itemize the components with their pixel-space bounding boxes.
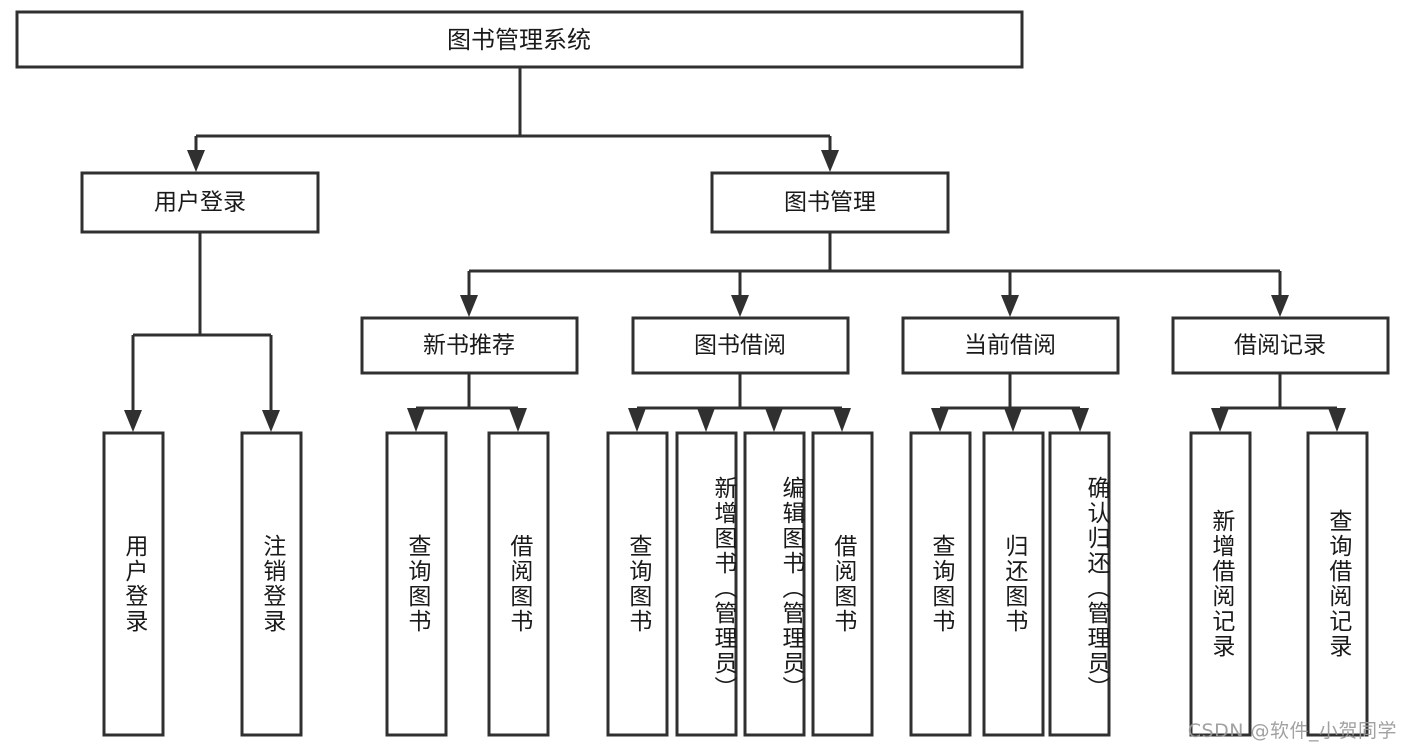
arrow-head-leaf-logout bbox=[262, 410, 280, 432]
arrow-head-leaf-query-book-1 bbox=[407, 408, 425, 432]
node-leaf-user-login-box[interactable] bbox=[102, 431, 165, 737]
node-root[interactable]: 图书管理系统 bbox=[15, 10, 1024, 69]
node-new-book-recommend[interactable]: 新书推荐 bbox=[360, 316, 579, 375]
arrow-head-leaf-borrow-book-2 bbox=[833, 408, 851, 432]
arrow-head-leaf-add-book bbox=[697, 408, 715, 432]
arrow-head-leaf-query-book-3 bbox=[931, 408, 949, 432]
node-leaf-query-book-1-box[interactable] bbox=[385, 431, 448, 737]
node-borrow-record-label: 借阅记录 bbox=[1234, 333, 1326, 359]
watermark-text: CSDN @软件_小贺同学 bbox=[1187, 720, 1397, 742]
node-leaf-query-record-box[interactable] bbox=[1306, 431, 1369, 737]
arrow-head-leaf-borrow-book-1 bbox=[509, 408, 527, 432]
arrow-head-current-borrow bbox=[1001, 295, 1019, 317]
node-leaf-borrow-book-2-box[interactable] bbox=[811, 431, 874, 737]
node-book-management[interactable]: 图书管理 bbox=[710, 171, 950, 234]
node-leaf-query-book-3-box[interactable] bbox=[909, 431, 972, 737]
node-book-management-label: 图书管理 bbox=[784, 190, 876, 216]
node-new-book-recommend-label: 新书推荐 bbox=[423, 333, 515, 359]
node-leaf-logout-box[interactable] bbox=[240, 431, 303, 737]
node-leaf-borrow-book-1-box[interactable] bbox=[487, 431, 550, 737]
node-leaf-query-book-2-box[interactable] bbox=[606, 431, 669, 737]
connector-group-book-borrow bbox=[628, 373, 851, 432]
node-user-login-label: 用户登录 bbox=[154, 190, 246, 216]
node-leaf-add-record-box[interactable] bbox=[1189, 431, 1252, 737]
node-borrow-record-box[interactable] bbox=[1171, 316, 1390, 375]
arrow-head-book-borrow bbox=[731, 295, 749, 317]
arrow-head-leaf-confirm-return bbox=[1071, 408, 1089, 432]
node-new-book-recommend-box[interactable] bbox=[360, 316, 579, 375]
node-user-login-box[interactable] bbox=[80, 171, 320, 234]
leaf-boxes bbox=[102, 431, 1369, 737]
connector-group-root bbox=[187, 67, 839, 172]
connector-group-borrow-record bbox=[1211, 373, 1346, 432]
node-current-borrow-box[interactable] bbox=[901, 316, 1120, 375]
node-leaf-return-book-box[interactable] bbox=[982, 431, 1045, 737]
connector-group-new-book-recommend bbox=[407, 373, 527, 432]
arrow-head-leaf-return-book bbox=[1004, 408, 1022, 432]
arrow-head-leaf-query-record bbox=[1328, 408, 1346, 432]
arrow-head-leaf-edit-book bbox=[765, 408, 783, 432]
node-leaf-edit-book-box[interactable] bbox=[743, 431, 806, 737]
arrow-head-leaf-add-record bbox=[1211, 408, 1229, 432]
node-borrow-record[interactable]: 借阅记录 bbox=[1171, 316, 1390, 375]
node-book-management-box[interactable] bbox=[710, 171, 950, 234]
arrow-head-book-management bbox=[821, 150, 839, 172]
arrow-head-user-login bbox=[187, 150, 205, 172]
node-book-borrow[interactable]: 图书借阅 bbox=[631, 316, 850, 375]
connector-group-user-login bbox=[124, 232, 280, 432]
node-current-borrow-label: 当前借阅 bbox=[964, 333, 1056, 359]
connector-group-current-borrow bbox=[931, 373, 1089, 432]
node-user-login[interactable]: 用户登录 bbox=[80, 171, 320, 234]
arrow-head-leaf-user-login bbox=[124, 410, 142, 432]
connector-group-book-management bbox=[460, 232, 1289, 317]
node-leaf-confirm-return-box[interactable] bbox=[1048, 431, 1111, 737]
node-leaf-add-book-box[interactable] bbox=[675, 431, 738, 737]
arrow-head-leaf-query-book-2 bbox=[628, 408, 646, 432]
node-book-borrow-label: 图书借阅 bbox=[694, 333, 786, 359]
arrow-head-new-book-recommend bbox=[460, 295, 478, 317]
arrow-head-borrow-record bbox=[1271, 295, 1289, 317]
node-current-borrow[interactable]: 当前借阅 bbox=[901, 316, 1120, 375]
node-book-borrow-box[interactable] bbox=[631, 316, 850, 375]
node-root-label: 图书管理系统 bbox=[447, 26, 591, 54]
node-root-box[interactable] bbox=[15, 10, 1024, 69]
